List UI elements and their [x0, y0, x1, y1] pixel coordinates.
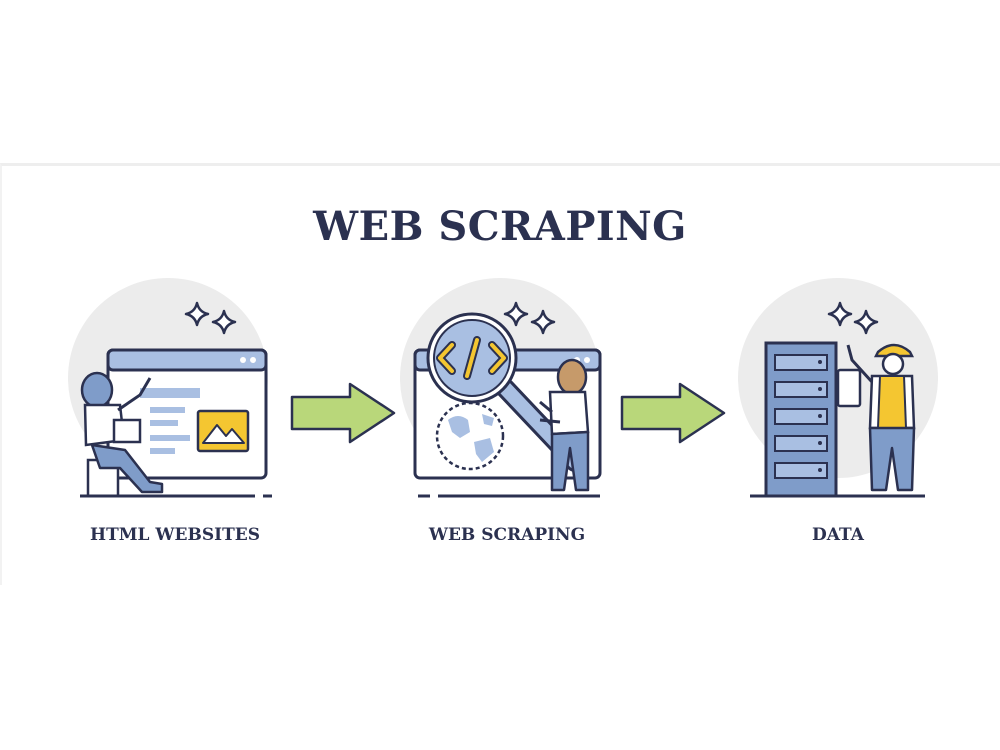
- right-arrow-icon: [620, 382, 726, 444]
- worker-figure: [836, 343, 916, 492]
- person-figure: [539, 358, 590, 492]
- server-rack-icon: [764, 341, 838, 498]
- step-3-illustration: [738, 278, 938, 498]
- right-arrow-icon: [290, 382, 396, 444]
- globe-icon: [435, 401, 505, 471]
- step-label-web-scraping: WEB SCRAPING: [428, 525, 586, 545]
- diagram-title: WEB SCRAPING: [313, 203, 687, 250]
- step-label-html-websites: HTML WEBSITES: [90, 525, 260, 545]
- step-2-illustration: [400, 278, 602, 498]
- person-figure: [80, 371, 164, 498]
- step-label-data: DATA: [812, 525, 864, 545]
- step-1-illustration: [68, 278, 272, 498]
